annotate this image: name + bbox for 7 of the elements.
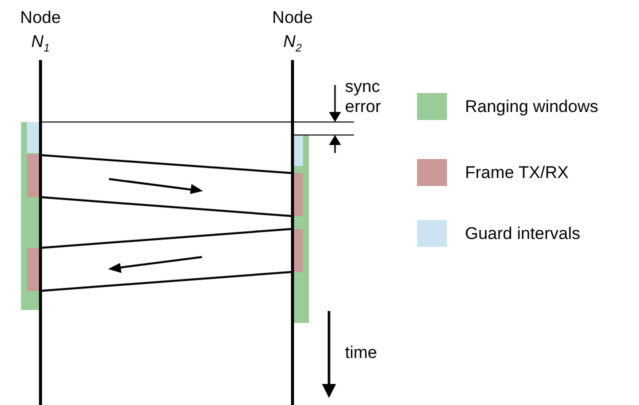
dimension-label: sync error [345, 77, 382, 117]
axis-label: time [345, 343, 378, 363]
node-title: Node N$_{2}$ [271, 7, 314, 56]
legend-label: Frame TX/RX [465, 162, 569, 182]
legend-label: Ranging windows [465, 96, 598, 116]
legend-label: Guard intervals [465, 224, 580, 244]
node-title: Node N$_{1}$ [19, 7, 62, 56]
